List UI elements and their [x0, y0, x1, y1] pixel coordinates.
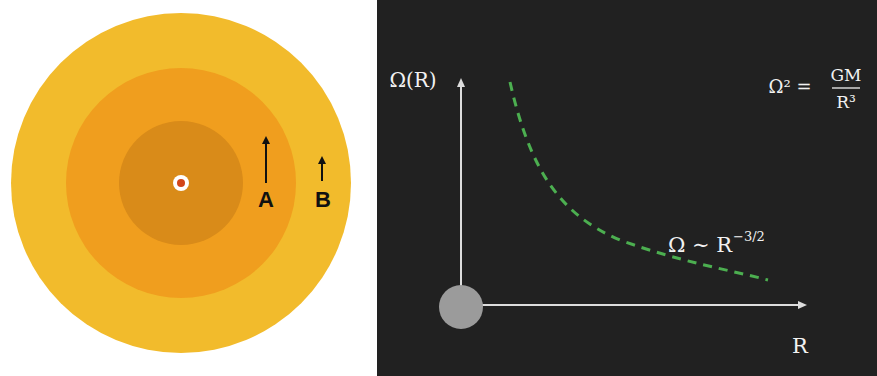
- central-mass: [439, 285, 483, 329]
- outer-disk: [11, 13, 351, 353]
- point-label: B: [315, 189, 331, 211]
- central-dot: [177, 179, 185, 187]
- axis-label: R: [792, 336, 808, 357]
- middle-disk: [66, 68, 296, 298]
- formula-part: R³: [836, 94, 856, 111]
- x-axis: [461, 304, 803, 306]
- axis-label: Ω(R): [389, 70, 436, 90]
- y-axis: [460, 82, 462, 320]
- velocity-arrow: [321, 160, 323, 181]
- plot-panel: [377, 0, 877, 376]
- scaling-label: Ω ∼ R: [668, 235, 732, 256]
- exponent: −3/2: [733, 230, 765, 243]
- rotation-curve: [510, 82, 768, 280]
- formula-part: Ω² =: [769, 78, 812, 96]
- velocity-arrow: [265, 140, 267, 183]
- central-star: [173, 175, 189, 191]
- fraction-bar: [832, 87, 860, 88]
- point-label: A: [258, 189, 274, 211]
- inner-disk: [119, 121, 243, 245]
- formula-part: GM: [831, 67, 862, 84]
